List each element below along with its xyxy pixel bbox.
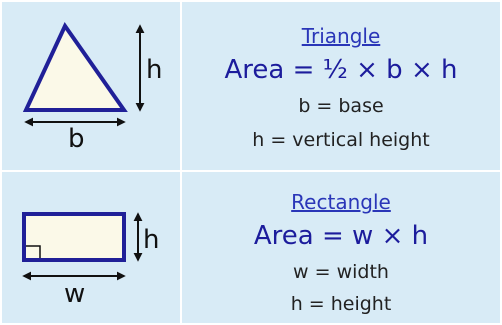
rectangle-width-label: w [64,279,85,309]
triangle-height-definition: h = vertical height [252,129,430,151]
right-angle-marker [26,245,41,258]
rectangle-height-definition: h = height [290,293,392,315]
triangle-height-label: h [146,55,162,85]
triangle-base-label: b [68,124,85,154]
rectangle-title-link[interactable]: Rectangle [291,190,391,214]
rectangle-area-formula: Area = w × h [253,221,429,251]
triangle-text-cell: Triangle Area = ½ × b × h b = base h = v… [182,2,500,170]
rectangle-diagram: h w [22,212,159,309]
rectangle-figure-cell: h w [2,172,180,323]
rectangle-shape [22,212,126,262]
triangle-figure-cell: h b [2,2,180,170]
triangle-base-definition: b = base [298,95,384,117]
triangle-title-link[interactable]: Triangle [301,24,381,48]
rectangle-width-definition: w = width [293,261,389,283]
rectangle-height-label: h [143,225,159,255]
rectangle-text-cell: Rectangle Area = w × h w = width h = hei… [182,172,500,323]
triangle-diagram: h b [22,22,162,154]
triangle-area-formula: Area = ½ × b × h [224,55,458,85]
triangle-shape [22,22,128,112]
